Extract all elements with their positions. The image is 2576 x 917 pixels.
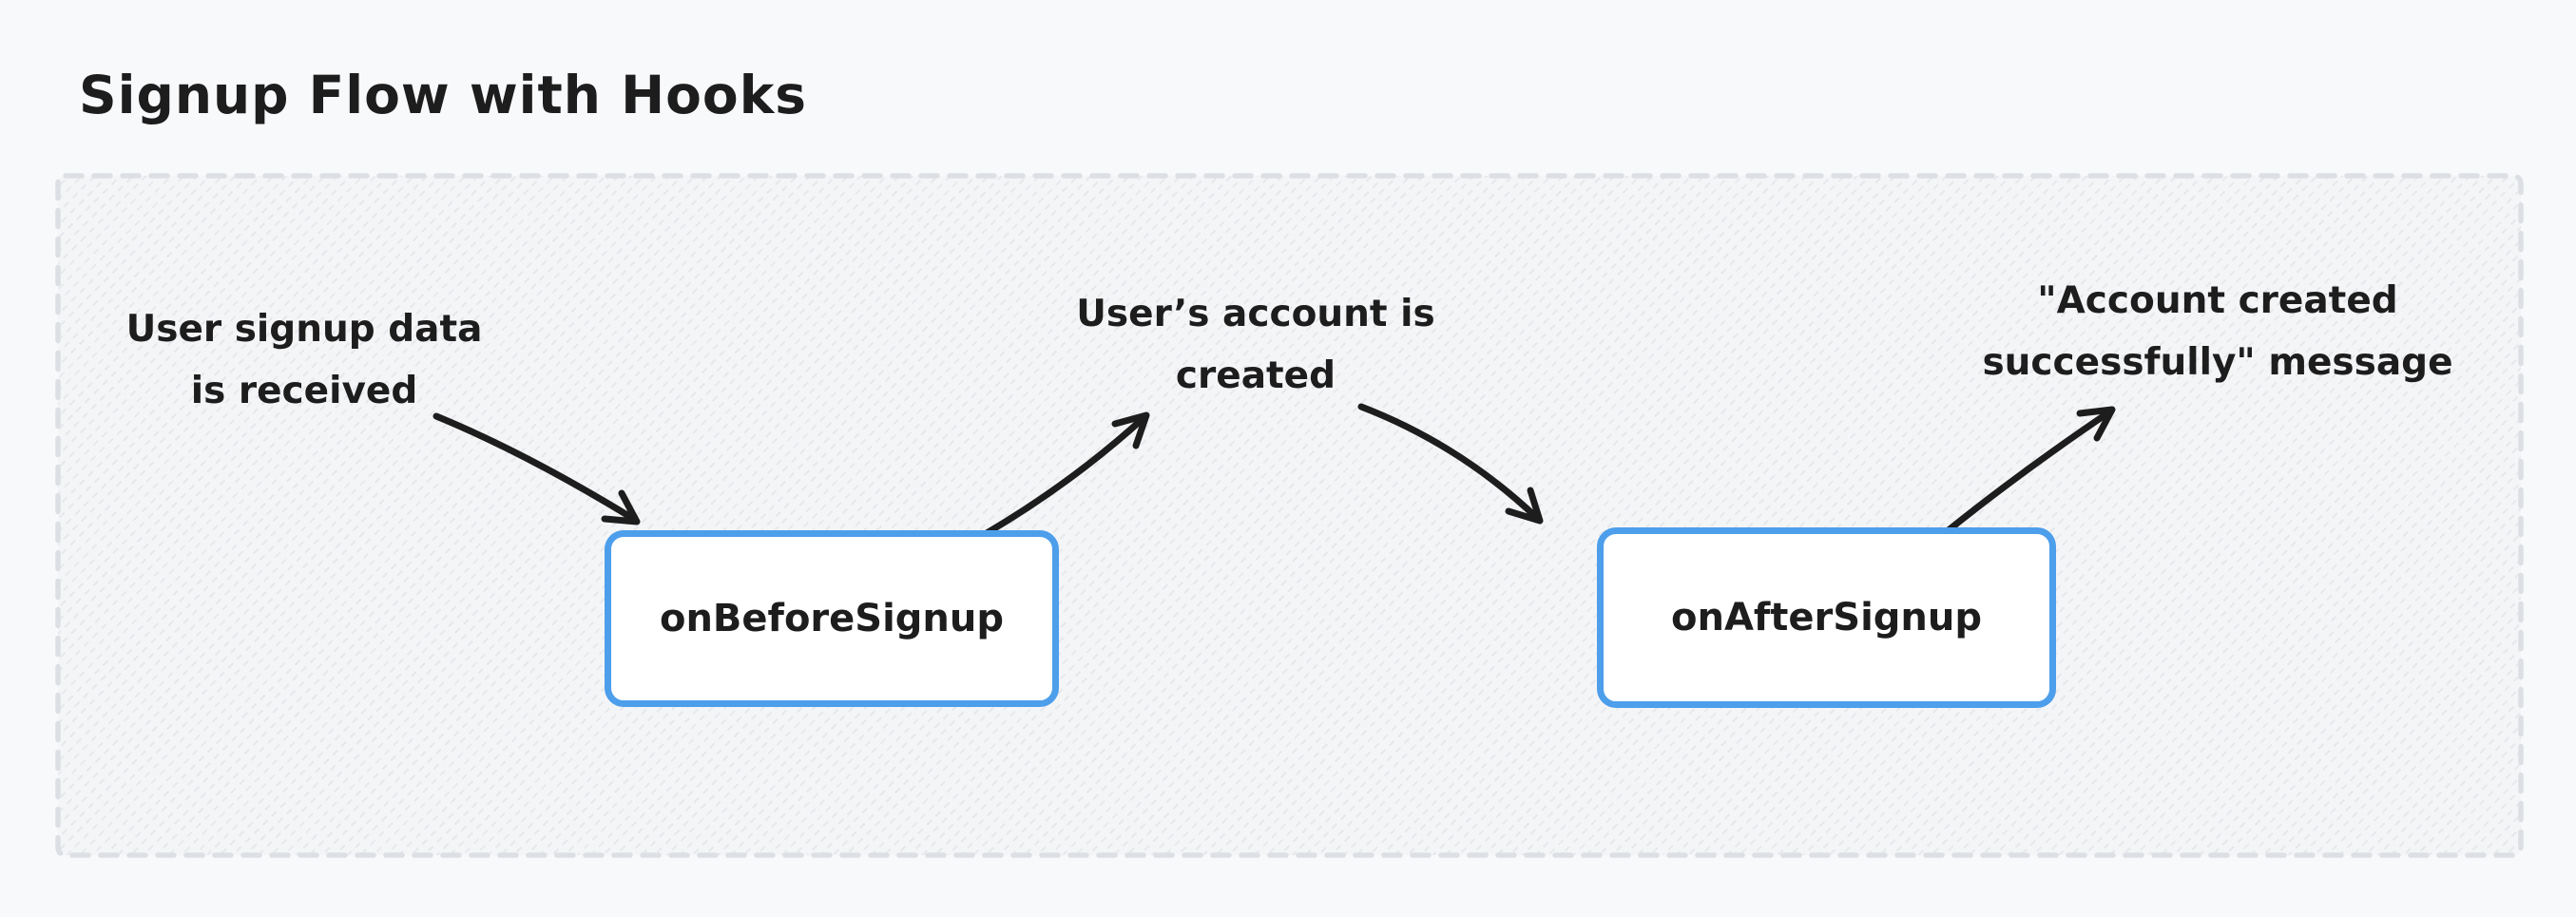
node-onaftersignup: onAfterSignup (1597, 527, 2056, 708)
annotation-users-account-created: User’s account is created (1076, 293, 1435, 397)
node-onbeforesignup: onBeforeSignup (605, 530, 1059, 707)
annotation-user-signup-data-received: User signup data is received (125, 308, 483, 412)
node-onaftersignup-label: onAfterSignup (1670, 596, 1983, 640)
node-onbeforesignup-label: onBeforeSignup (659, 597, 1005, 640)
annotation-account-created-message: "Account created successfully" message (1982, 279, 2453, 384)
diagram-title: Signup Flow with Hooks (79, 65, 808, 125)
